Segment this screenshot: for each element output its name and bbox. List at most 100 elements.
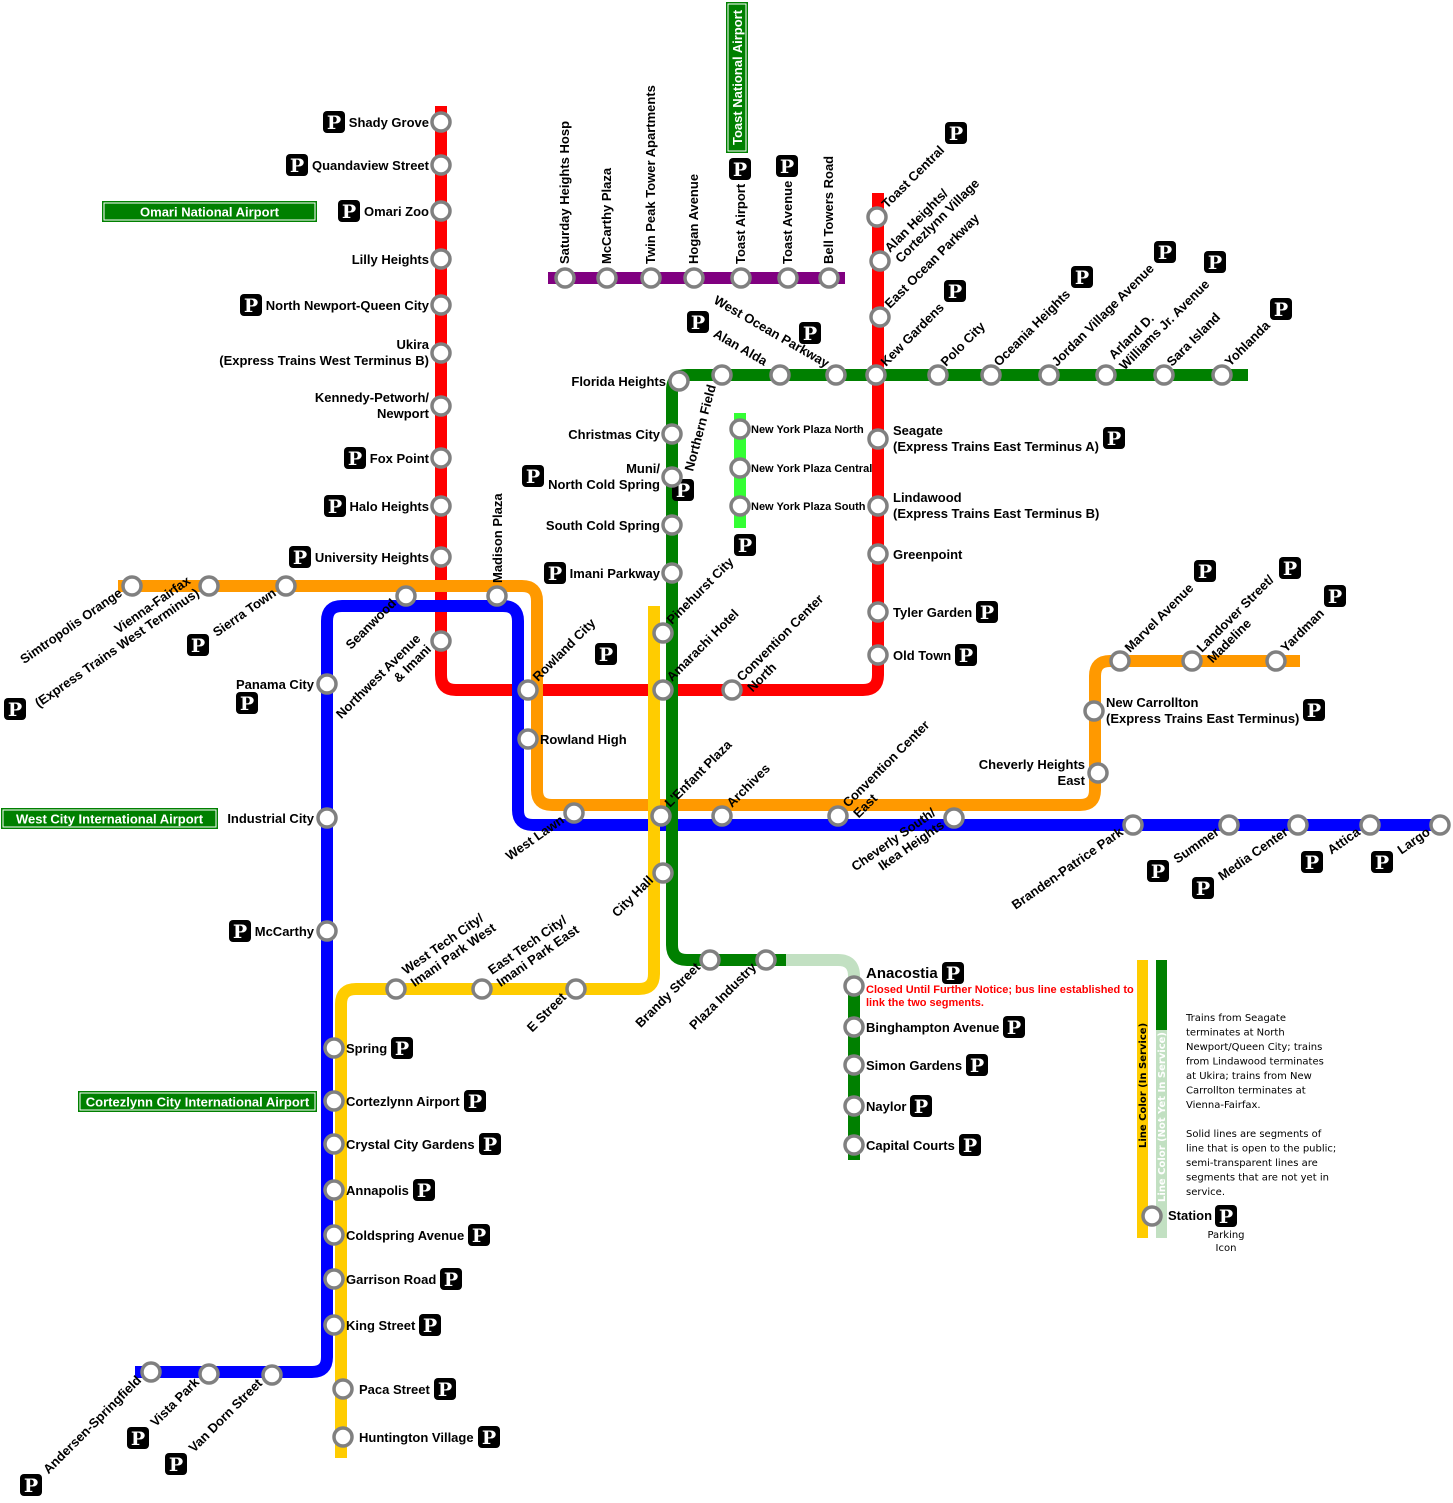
station-marker[interactable]	[683, 267, 705, 289]
station-bell-towers[interactable]: Bell Towers Road	[818, 156, 840, 289]
station-marker[interactable]	[332, 1426, 354, 1448]
station-label[interactable]: Omari Zoo	[364, 204, 429, 219]
station-marker[interactable]	[1095, 364, 1117, 386]
station-marker[interactable]	[563, 802, 585, 824]
station-marker[interactable]	[668, 370, 690, 392]
station-hogan[interactable]: Hogan Avenue	[683, 174, 705, 289]
station-marker[interactable]	[711, 805, 733, 827]
station-marker[interactable]	[430, 546, 452, 568]
station-label[interactable]: Rowland High	[540, 732, 627, 747]
station-marker[interactable]	[867, 644, 889, 666]
station-saturday[interactable]: Saturday Heights Hosp	[554, 121, 576, 289]
station-label[interactable]: Northern Field	[681, 383, 718, 473]
station-marker[interactable]	[980, 364, 1002, 386]
station-label[interactable]: Anacostia	[866, 965, 938, 982]
station-marker[interactable]	[332, 1378, 354, 1400]
station-marker[interactable]	[1287, 814, 1309, 836]
station-marker[interactable]	[323, 1268, 345, 1290]
station-marker[interactable]	[843, 1134, 865, 1156]
station-label[interactable]: Lilly Heights	[352, 252, 429, 267]
station-marker[interactable]	[261, 1364, 283, 1386]
station-label[interactable]: Florida Heights	[571, 374, 666, 389]
station-marker[interactable]	[1122, 814, 1144, 836]
station-seagate[interactable]: Seagate(Express Trains East Terminus A)P	[867, 423, 1125, 454]
station-marker[interactable]	[430, 630, 452, 652]
station-marker[interactable]	[843, 1016, 865, 1038]
station-label[interactable]: East Tech City/Imani Park East	[485, 909, 582, 990]
station-marker[interactable]	[385, 978, 407, 1000]
station-label[interactable]: E Street	[524, 989, 570, 1035]
station-label[interactable]: Industrial City	[227, 811, 314, 826]
station-marker[interactable]	[323, 1090, 345, 1112]
station-marker[interactable]	[927, 364, 949, 386]
station-marker[interactable]	[652, 862, 674, 884]
station-marker[interactable]	[198, 575, 220, 597]
station-nyp-central[interactable]: New York Plaza Central	[729, 457, 872, 479]
station-label[interactable]: Muni/North Cold Spring	[548, 461, 660, 492]
station-marker[interactable]	[943, 807, 965, 829]
station-marker[interactable]	[430, 154, 452, 176]
station-label[interactable]: Convention CenterNorth	[734, 591, 837, 694]
station-marker[interactable]	[323, 1314, 345, 1336]
station-marker[interactable]	[843, 975, 865, 997]
station-marker[interactable]	[661, 514, 683, 536]
station-label[interactable]: Christmas City	[568, 427, 661, 442]
station-marker[interactable]	[430, 248, 452, 270]
station-marker[interactable]	[596, 267, 618, 289]
station-marker[interactable]	[661, 562, 683, 584]
station-marker[interactable]	[140, 1361, 162, 1383]
station-label[interactable]: Kennedy-Petworh/Newport	[315, 390, 430, 421]
station-marker[interactable]	[1211, 364, 1233, 386]
station-marker[interactable]	[1038, 364, 1060, 386]
station-marker[interactable]	[121, 575, 143, 597]
station-marker[interactable]	[323, 1224, 345, 1246]
station-marker[interactable]	[1109, 650, 1131, 672]
legend-station-marker[interactable]	[1141, 1205, 1163, 1227]
station-marker[interactable]	[769, 364, 791, 386]
station-industrial[interactable]: Industrial City	[227, 807, 338, 829]
station-marker[interactable]	[729, 418, 751, 440]
station-label[interactable]: Andersen-Springfield	[40, 1372, 144, 1476]
station-marker[interactable]	[729, 495, 751, 517]
station-marker[interactable]	[1083, 700, 1105, 722]
station-ukira[interactable]: Ukira(Express Trains West Terminus B)	[219, 337, 452, 368]
station-mccarthy-plaza[interactable]: McCarthy Plaza	[596, 167, 618, 289]
station-label[interactable]: Panama City	[236, 677, 315, 692]
station-label[interactable]: New Carrollton(Express Trains East Termi…	[1106, 695, 1299, 726]
station-marker[interactable]	[652, 679, 674, 701]
station-label[interactable]: McCarthy Plaza	[599, 167, 614, 264]
station-label[interactable]: McCarthy	[255, 924, 315, 939]
station-label[interactable]: Lindawood(Express Trains East Terminus B…	[893, 490, 1099, 521]
station-marker[interactable]	[430, 495, 452, 517]
station-label[interactable]: New York Plaza Central	[751, 463, 872, 475]
station-marker[interactable]	[486, 585, 508, 607]
station-label[interactable]: Quandaview Street	[312, 158, 430, 173]
station-marker[interactable]	[699, 949, 721, 971]
station-marker[interactable]	[866, 206, 888, 228]
station-label[interactable]: Naylor	[866, 1099, 906, 1114]
station-label[interactable]: Huntington Village	[359, 1430, 474, 1445]
station-marker[interactable]	[316, 807, 338, 829]
station-label[interactable]: Capital Courts	[866, 1138, 955, 1153]
